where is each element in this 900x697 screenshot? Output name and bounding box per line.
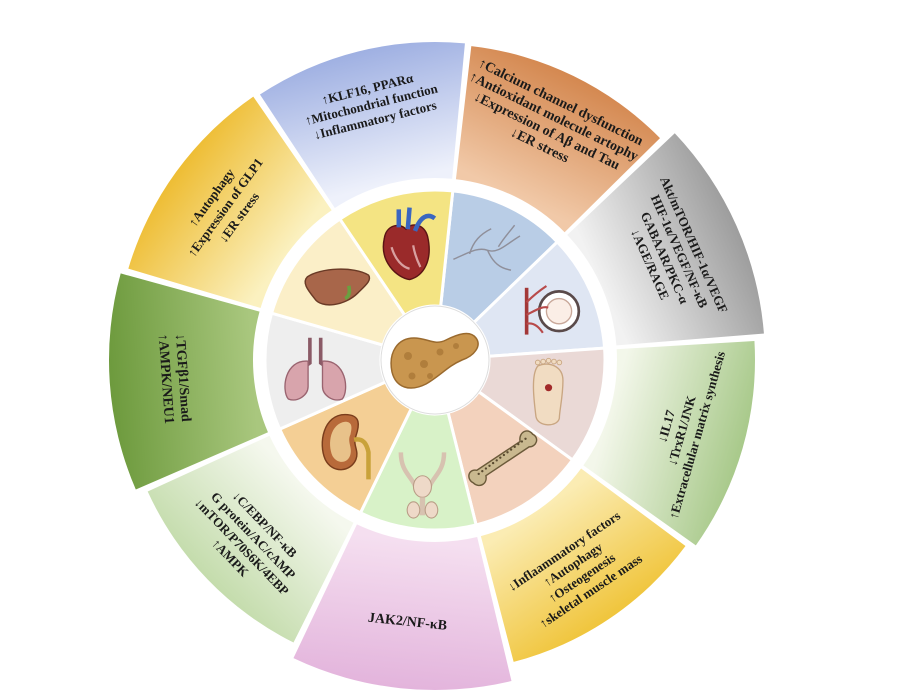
outer-ring (108, 42, 764, 690)
outer-sector-reproductive (293, 524, 512, 690)
reproductive-system-icon (398, 452, 447, 519)
bone-icon (468, 430, 538, 487)
liver-icon (304, 268, 371, 306)
outer-sector-bone (480, 468, 686, 662)
eye-vessels-icon (524, 285, 581, 335)
center-hub (380, 305, 490, 415)
outer-sector-foot (583, 341, 755, 546)
kidney-icon (321, 413, 371, 480)
sector-line: ↑AMPK/NEU1 (155, 333, 176, 424)
pancreas-icon (390, 332, 479, 389)
lung-icon (284, 337, 347, 401)
foot-icon (532, 357, 564, 426)
outer-sector-heart (259, 42, 465, 209)
outer-sector-eye (567, 133, 764, 346)
outer-sector-brain (455, 46, 661, 233)
heart-icon (382, 207, 437, 281)
organ-icons (284, 207, 581, 519)
sector-line: ↓TGFβ1/Smad (172, 333, 193, 422)
outer-sector-lung (108, 273, 268, 490)
outer-sector-liver (128, 96, 332, 309)
outer-sector-kidney (147, 435, 354, 643)
sector-text-lung: ↓TGFβ1/Smad↑AMPK/NEU1 (155, 333, 193, 424)
brain-vessels-icon (453, 224, 521, 271)
